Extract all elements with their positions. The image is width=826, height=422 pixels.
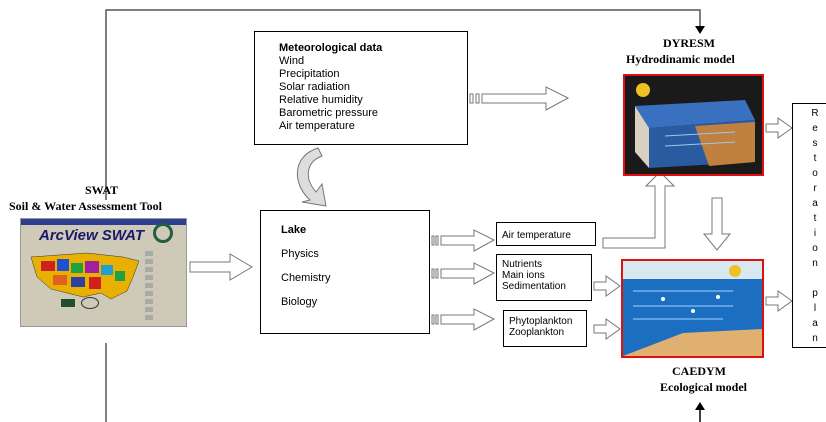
arrow-caedym-to-plan — [765, 290, 793, 312]
restoration-letter: a — [812, 318, 818, 329]
met-item-precipitation: Precipitation — [279, 68, 340, 80]
restoration-letter: t — [813, 213, 817, 224]
caedym-illustration — [623, 261, 762, 356]
restoration-letter: e — [812, 123, 818, 134]
lake-item-chemistry: Chemistry — [281, 272, 331, 284]
swat-screenshot-image: ArcView SWAT — [20, 218, 187, 327]
lake-header: Lake — [281, 224, 307, 236]
met-item-humidity: Relative humidity — [279, 94, 363, 106]
magnifier-icon — [153, 223, 173, 243]
dyresm-model-image — [623, 74, 764, 176]
air-temperature-label: Air temperature — [502, 230, 571, 241]
arrows-lake-to-outputs — [431, 229, 496, 331]
restoration-letter: r — [813, 183, 817, 194]
meteorological-data-box: Meteorological data Wind Precipitation S… — [254, 31, 468, 145]
plankton-box: Phytoplankton Zooplankton — [503, 310, 587, 347]
restoration-letter: s — [812, 138, 818, 149]
swat-button-panel — [145, 251, 153, 321]
swat-titlebar — [21, 219, 186, 225]
restoration-letter: o — [812, 168, 818, 179]
phytoplankton-label: Phytoplankton — [509, 316, 573, 327]
nutrients-label: Nutrients — [502, 259, 543, 270]
lake-item-biology: Biology — [281, 296, 318, 308]
arrow-dyresm-to-caedym — [702, 197, 732, 251]
main-ions-label: Main ions — [502, 270, 545, 281]
lake-box: Lake Physics Chemistry Biology — [260, 210, 430, 334]
restoration-letter: n — [812, 258, 818, 269]
restoration-letter: n — [812, 333, 818, 344]
met-item-pressure: Barometric pressure — [279, 107, 379, 119]
arrow-air-to-dyresm — [602, 171, 676, 249]
restoration-letter: o — [812, 243, 818, 254]
curved-arrow-met-to-lake — [296, 147, 327, 207]
caedym-title: CAEDYM — [672, 364, 726, 378]
lake-item-physics: Physics — [281, 248, 319, 260]
arrow-dyresm-to-plan — [765, 117, 793, 139]
sedimentation-label: Sedimentation — [502, 281, 566, 292]
met-item-wind: Wind — [279, 55, 305, 67]
met-header: Meteorological data — [279, 42, 383, 54]
arrow-plankton-to-caedym — [593, 318, 621, 340]
swat-banner: ArcView SWAT — [39, 227, 145, 244]
restoration-letter: l — [813, 303, 817, 314]
dyresm-illustration — [635, 83, 755, 168]
arrow-swat-to-lake — [189, 253, 253, 281]
restoration-plan-box: R e s t o r a t i o n p l a n — [792, 103, 826, 348]
restoration-letter: p — [812, 288, 818, 299]
restoration-letter: a — [812, 198, 818, 209]
caedym-subtitle: Ecological model — [660, 380, 747, 394]
restoration-letter: R — [811, 108, 819, 119]
feedback-line-top — [105, 9, 701, 200]
restoration-letter: t — [813, 153, 817, 164]
usa-map-image — [30, 252, 140, 300]
met-item-air-temp: Air temperature — [279, 120, 355, 132]
swat-title: SWAT — [85, 183, 119, 197]
ars-logo — [81, 297, 99, 309]
dyresm-subtitle: Hydrodinamic model — [626, 52, 735, 66]
arrowhead-caedym — [695, 402, 705, 410]
nutrients-box: Nutrients Main ions Sedimentation — [496, 254, 592, 301]
arrow-nutrients-to-caedym — [593, 275, 621, 297]
usda-logo — [61, 299, 75, 307]
caedym-model-image — [621, 259, 764, 358]
arrowhead-top — [695, 26, 705, 34]
met-item-solar: Solar radiation — [279, 81, 350, 93]
swat-subtitle: Soil & Water Assessment Tool — [9, 199, 162, 213]
dyresm-title: DYRESM — [663, 36, 716, 50]
air-temperature-box: Air temperature — [496, 222, 596, 246]
arrow-met-to-dyresm — [469, 86, 570, 111]
zooplankton-label: Zooplankton — [509, 327, 565, 338]
restoration-letter: i — [813, 228, 817, 239]
